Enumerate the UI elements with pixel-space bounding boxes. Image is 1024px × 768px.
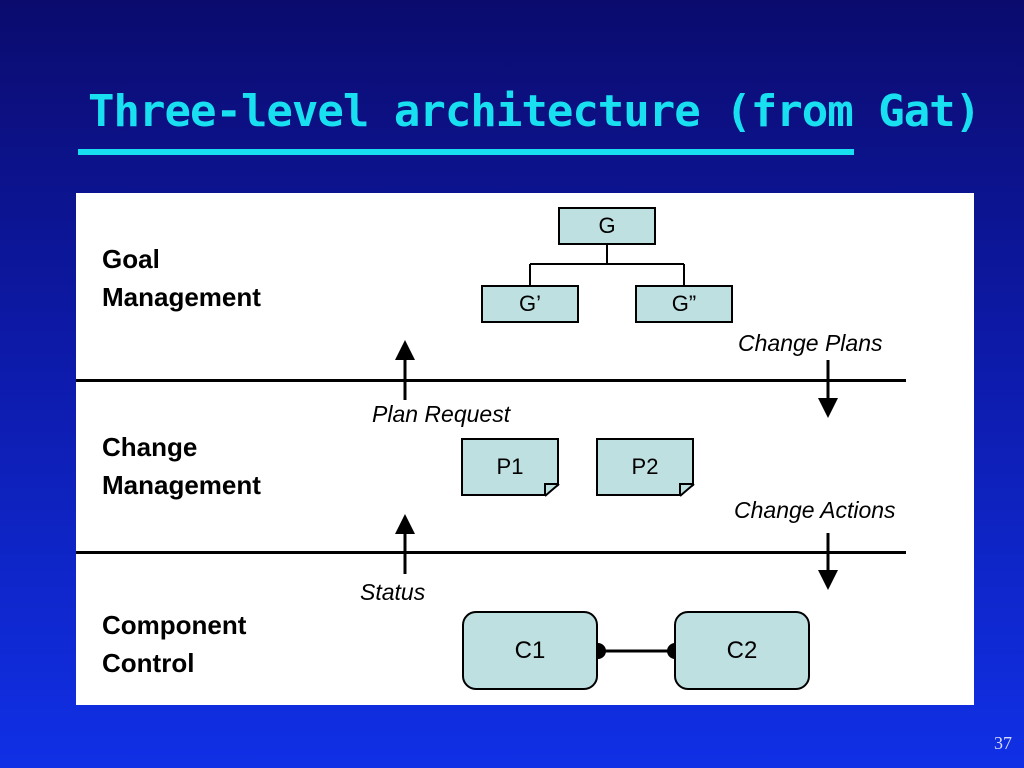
slide-title: Three-level architecture (from Gat) <box>88 86 981 137</box>
component-c1: C1 <box>462 611 598 690</box>
goal-management-label: Goal Management <box>102 240 261 316</box>
page-number: 37 <box>994 733 1012 753</box>
plan-request-label: Plan Request <box>372 401 511 427</box>
title-underline <box>78 149 854 155</box>
plan-p1: P1 <box>461 438 559 496</box>
status-label: Status <box>360 579 426 605</box>
component-label-line1: Component <box>102 610 247 640</box>
change-management-label: Change Management <box>102 428 261 504</box>
change-actions-arrow <box>818 533 838 590</box>
goal-label-line2: Management <box>102 282 261 312</box>
change-plans-arrow <box>818 360 838 418</box>
change-actions-label: Change Actions <box>734 497 896 523</box>
status-arrow <box>395 514 415 574</box>
plan-request-arrow <box>395 340 415 400</box>
change-label-line1: Change <box>102 432 198 462</box>
goal-node-g: G <box>558 207 656 245</box>
goal-node-g-double-prime: G” <box>635 285 733 323</box>
change-component-separator <box>76 551 906 554</box>
component-c2: C2 <box>674 611 810 690</box>
plan-p2: P2 <box>596 438 694 496</box>
change-label-line2: Management <box>102 470 261 500</box>
goal-label-line1: Goal <box>102 244 160 274</box>
component-control-label: Component Control <box>102 606 246 682</box>
goal-node-g-prime: G’ <box>481 285 579 323</box>
component-label-line2: Control <box>102 648 195 678</box>
change-plans-label: Change Plans <box>738 330 883 356</box>
goal-change-separator <box>76 379 906 382</box>
